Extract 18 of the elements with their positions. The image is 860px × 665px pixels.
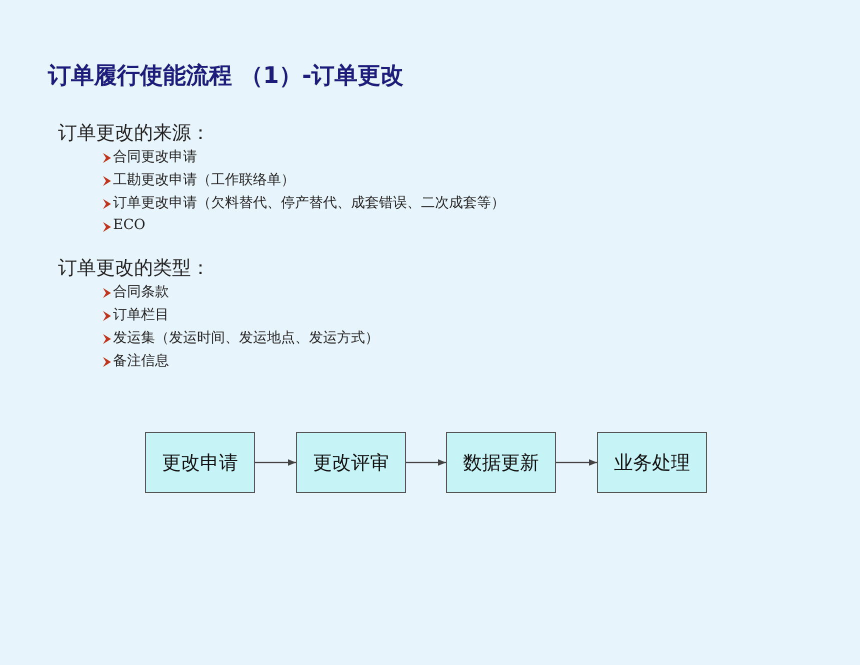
arrow [255,459,296,466]
list-item: 合同更改申请 [113,148,197,166]
list-item: 备注信息 [113,352,169,370]
process-box: 更改评审 [296,432,406,493]
arrow [556,459,597,466]
process-box: 更改申请 [145,432,255,493]
list-item: 订单更改申请（欠料替代、停产替代、成套错误、二次成套等） [113,194,505,212]
list-item: 工勘更改申请（工作联络单） [113,171,295,189]
list-item: 合同条款 [113,283,169,301]
list-item: ECO [113,217,146,233]
section-heading: 订单更改的类型： [58,256,210,281]
section-heading: 订单更改的来源： [58,121,210,146]
list-item: 发运集（发运时间、发运地点、发运方式） [113,329,379,347]
slide-title: 订单履行使能流程 （1）-订单更改 [48,62,404,91]
list-item: 订单栏目 [113,306,169,324]
process-box: 业务处理 [597,432,707,493]
process-box: 数据更新 [446,432,556,493]
arrow [406,459,446,466]
